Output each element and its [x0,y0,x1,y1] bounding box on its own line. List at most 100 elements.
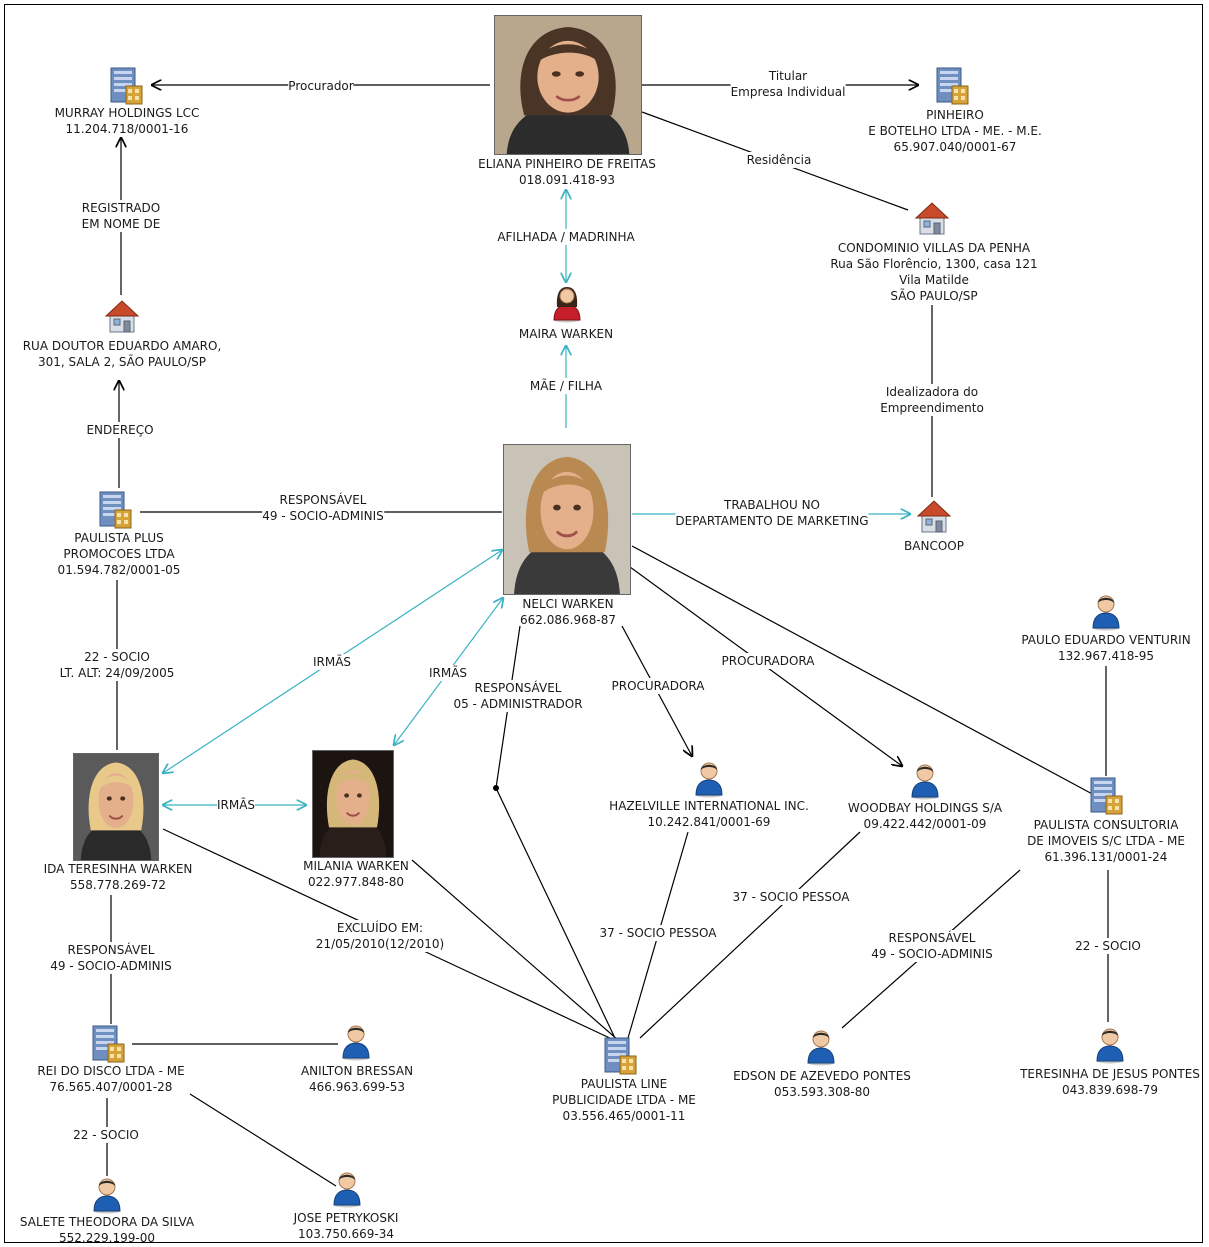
person-icon[interactable] [332,1170,362,1211]
edge-label-excluido: EXCLUÍDO EM: 21/05/2010(12/2010) [315,920,445,952]
node-label-line: Vila Matilde [899,273,969,287]
person-icon[interactable] [1091,593,1121,634]
node-label-line: Rua São Florêncio, 1300, casa 121 [830,257,1038,271]
node-label-line: CONDOMINIO VILLAS DA PENHA [837,241,1031,255]
node-label-line: ELIANA PINHEIRO DE FREITAS [478,157,656,171]
edge-label-residencia: Residência [746,152,812,168]
node-label-line: PINHEIRO [926,108,984,122]
node-label-line: 132.967.418-95 [1058,649,1154,663]
node-label-line: 552.229.199-00 [59,1231,155,1245]
node-label-line: 76.565.407/0001-28 [49,1080,173,1094]
edge-label-line: 21/05/2010(12/2010) [315,937,445,951]
node-label-line: WOODBAY HOLDINGS S/A [847,801,1003,815]
node-label-line: PROMOCOES LTDA [63,547,175,561]
node-label-line: 022.977.848-80 [308,875,404,889]
eliana-photo[interactable] [494,15,642,155]
building-icon[interactable] [97,490,133,533]
nelci-photo[interactable] [503,444,631,595]
node-label-line: DE IMOVEIS S/C LTDA - ME [1027,834,1185,848]
edge-label-line: EXCLUÍDO EM: [336,921,424,935]
person-icon[interactable] [694,760,724,801]
node-label-maira[interactable]: MAIRA WARKEN [519,326,613,342]
edge-label-line: Idealizadora do [885,385,979,399]
node-label-line: 558.778.269-72 [70,878,166,892]
house-icon[interactable] [912,200,950,239]
node-label-line: MILANIA WARKEN [303,859,409,873]
edge-label-line: RESPONSÁVEL [888,931,976,945]
node-label-paulista-line[interactable]: PAULISTA LINE PUBLICIDADE LTDA - ME 03.556… [552,1076,696,1124]
edge-label-line: IRMÃS [216,798,256,812]
node-label-line: MURRAY HOLDINGS LCC [54,106,200,120]
node-label-nelci[interactable]: NELCI WARKEN 662.086.968-87 [520,596,616,628]
node-label-line: 65.907.040/0001-67 [893,140,1017,154]
node-label-pinheiro[interactable]: PINHEIRO E BOTELHO LTDA - ME. - M.E. 65.90… [868,107,1042,155]
edge-label-line: LT. ALT: 24/09/2005 [59,666,175,680]
node-label-line: PAULISTA LINE [580,1077,668,1091]
node-label-line: PUBLICIDADE LTDA - ME [552,1093,696,1107]
edge-label-line: ENDEREÇO [86,423,154,437]
building-icon[interactable] [90,1024,126,1067]
house-icon[interactable] [102,298,140,337]
person-icon[interactable] [910,762,940,803]
building-icon[interactable] [108,66,144,109]
edge-label-line: 49 - SOCIO-ADMINIS [50,959,172,973]
node-label-line: NELCI WARKEN [522,597,614,611]
node-label-line: MAIRA WARKEN [518,327,614,341]
edge-label-socio-plus: 22 - SOCIO LT. ALT: 24/09/2005 [59,649,175,681]
person-icon[interactable] [341,1023,371,1064]
edge-milania-line [411,859,619,1041]
edge-label-responsavel-ida: RESPONSÁVEL 49 - SOCIO-ADMINIS [50,942,172,974]
person-icon[interactable] [1095,1026,1125,1067]
house-icon[interactable] [914,498,952,537]
node-label-hazelville[interactable]: HAZELVILLE INTERNATIONAL INC.10.242.841/… [609,798,809,830]
node-label-milania[interactable]: MILANIA WARKEN 022.977.848-80 [303,858,409,890]
edge-label-line: 49 - SOCIO-ADMINIS [871,947,993,961]
edge-label-line: 37 - SOCIO PESSOA [599,926,717,940]
node-label-line: E BOTELHO LTDA - ME. - M.E. [868,124,1042,138]
edge-label-line: 22 - SOCIO [73,1128,139,1142]
edge-label-line: 49 - SOCIO-ADMINIS [262,509,384,523]
node-label-line: RUA DOUTOR EDUARDO AMARO, [22,339,222,353]
edge-nelci-consultoria [631,545,1097,797]
node-label-condominio[interactable]: CONDOMINIO VILLAS DA PENHA Rua São Florên… [830,240,1037,304]
node-label-bancoop[interactable]: BANCOOP [904,538,964,554]
edge-label-responsavel-edson: RESPONSÁVEL 49 - SOCIO-ADMINIS [871,930,993,962]
female-person-icon[interactable] [552,285,582,326]
node-label-line: 03.556.465/0001-11 [562,1109,686,1123]
building-icon[interactable] [1088,776,1124,819]
edge-label-procuradora-wood: PROCURADORA [721,653,815,669]
edge-label-socio-rei: 22 - SOCIO [73,1127,139,1143]
node-label-line: 053.593.308-80 [774,1085,870,1099]
edge-label-line: RESPONSÁVEL [67,943,155,957]
person-icon[interactable] [806,1028,836,1069]
edge-label-line: 22 - SOCIO [84,650,150,664]
node-label-rua[interactable]: RUA DOUTOR EDUARDO AMARO,301, SALA 2, SÃ… [23,338,222,370]
edge-label-line: 37 - SOCIO PESSOA [732,890,850,904]
node-label-line: 662.086.968-87 [520,613,616,627]
ida-photo[interactable] [73,753,159,861]
edge-label-line: 05 - ADMINISTRADOR [453,697,583,711]
edge-label-irmas-ida-nelci: IRMÃS [312,654,352,670]
node-label-line: 043.839.698-79 [1062,1083,1158,1097]
person-icon[interactable] [92,1176,122,1217]
milania-photo[interactable] [312,750,394,858]
building-icon[interactable] [934,66,970,109]
building-icon[interactable] [602,1036,638,1079]
edge-rei-jose [189,1093,337,1187]
